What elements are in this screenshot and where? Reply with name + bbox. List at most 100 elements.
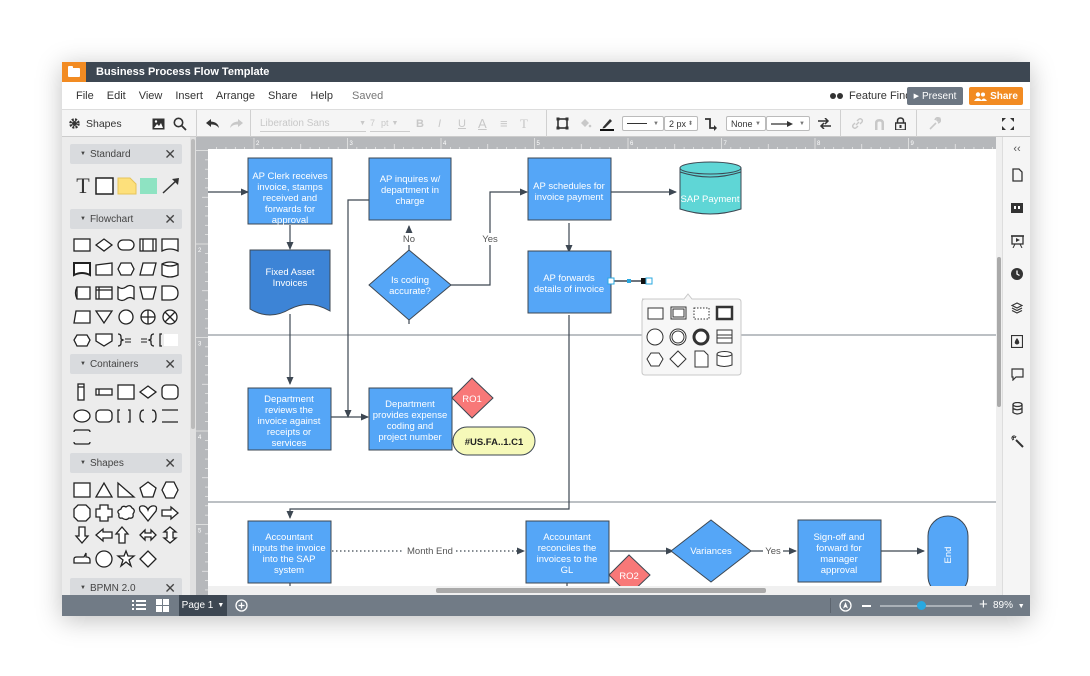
zoom-level-select[interactable]: 89% ▼ bbox=[993, 600, 1025, 611]
connector[interactable] bbox=[344, 199, 369, 418]
picker-cylinder[interactable] bbox=[716, 351, 733, 367]
node-ap-forwards[interactable] bbox=[527, 250, 612, 314]
section-standard-header[interactable]: ▼ Standard ✕ bbox=[70, 144, 182, 164]
container-shape-palette[interactable] bbox=[72, 380, 188, 446]
layers-icon[interactable] bbox=[1009, 300, 1025, 316]
swap-direction-button[interactable] bbox=[818, 115, 831, 132]
documents-folder-button[interactable] bbox=[62, 62, 86, 82]
comment-quote-icon[interactable] bbox=[1009, 200, 1025, 216]
picker-diamond[interactable] bbox=[669, 350, 687, 368]
presentation-icon[interactable] bbox=[1009, 233, 1025, 249]
close-icon[interactable]: ✕ bbox=[164, 455, 176, 471]
collapse-panel-icon[interactable]: ‹‹ bbox=[1013, 143, 1021, 155]
picker-rectangle[interactable] bbox=[647, 307, 664, 320]
picker-bold-circle[interactable] bbox=[692, 328, 710, 346]
close-icon[interactable]: ✕ bbox=[164, 356, 176, 372]
scrollbar-thumb[interactable] bbox=[997, 257, 1001, 407]
node-variances-decision[interactable] bbox=[670, 519, 752, 583]
node-risk-ro1[interactable] bbox=[451, 377, 494, 419]
menu-share[interactable]: Share bbox=[268, 90, 298, 102]
shape-colored-block[interactable] bbox=[138, 175, 160, 197]
section-containers-header[interactable]: ▼ Containers ✕ bbox=[70, 354, 182, 374]
fullscreen-button[interactable] bbox=[1002, 115, 1014, 132]
line-width-stepper[interactable]: 2 px ⬍ bbox=[664, 116, 698, 131]
shape-arrow-line[interactable] bbox=[160, 175, 182, 197]
process-diagram[interactable]: No Yes Month End Yes bbox=[208, 149, 996, 586]
search-shapes-button[interactable] bbox=[173, 115, 187, 132]
picker-circle[interactable] bbox=[646, 328, 664, 346]
line-color-button[interactable] bbox=[600, 115, 614, 132]
picker-rectangle-bold[interactable] bbox=[715, 305, 734, 321]
picker-rectangle-dashed[interactable] bbox=[693, 307, 710, 320]
connector[interactable] bbox=[286, 315, 570, 519]
add-page-button[interactable] bbox=[235, 599, 248, 615]
magic-wand-icon[interactable] bbox=[1009, 433, 1025, 449]
data-database-icon[interactable] bbox=[1009, 400, 1025, 416]
line-end-select[interactable]: ▼ bbox=[766, 116, 810, 131]
menu-edit[interactable]: Edit bbox=[106, 90, 126, 102]
connector-style-button[interactable] bbox=[704, 115, 718, 132]
page-list-view-button[interactable] bbox=[132, 599, 146, 614]
menu-view[interactable]: View bbox=[138, 90, 163, 102]
node-risk-ro2[interactable] bbox=[608, 554, 651, 586]
image-button[interactable] bbox=[152, 115, 165, 132]
fill-color-button[interactable] bbox=[579, 115, 592, 132]
section-shapes-header[interactable]: ▼ Shapes ✕ bbox=[70, 453, 182, 473]
link-button[interactable] bbox=[851, 115, 864, 132]
node-dept-provides[interactable] bbox=[368, 387, 453, 451]
scrollbar-thumb[interactable] bbox=[191, 139, 195, 429]
text-style-button[interactable]: T bbox=[520, 115, 528, 131]
node-ap-clerk[interactable] bbox=[247, 157, 333, 225]
undo-button[interactable] bbox=[206, 115, 220, 132]
lock-button[interactable] bbox=[895, 115, 906, 132]
shape-border-button[interactable] bbox=[556, 115, 569, 132]
font-size-select[interactable]: 7 pt ▼ bbox=[370, 115, 410, 132]
section-bpmn-header[interactable]: ▼ BPMN 2.0 ✕ bbox=[70, 578, 182, 595]
node-accountant-inputs[interactable] bbox=[247, 520, 332, 584]
node-signoff[interactable] bbox=[797, 519, 882, 583]
close-icon[interactable]: ✕ bbox=[164, 146, 176, 162]
shape-text[interactable]: T bbox=[76, 173, 90, 198]
node-accountant-reconciles[interactable] bbox=[525, 520, 610, 584]
node-dept-reviews[interactable] bbox=[247, 387, 332, 451]
picker-rectangle-shadow[interactable] bbox=[670, 306, 687, 320]
text-color-button[interactable]: A bbox=[478, 116, 487, 131]
present-button[interactable]: ▶ Present bbox=[907, 87, 963, 105]
page-grid-view-button[interactable] bbox=[156, 599, 169, 615]
shape-note[interactable] bbox=[116, 175, 138, 197]
redo-button[interactable] bbox=[229, 115, 243, 132]
horizontal-scrollbar[interactable] bbox=[208, 586, 996, 595]
node-coding-decision[interactable] bbox=[368, 249, 452, 321]
line-style-select[interactable]: ▼ bbox=[622, 116, 664, 131]
shape-rectangle[interactable] bbox=[94, 175, 116, 197]
zoom-slider[interactable] bbox=[880, 605, 972, 607]
document-title[interactable]: Business Process Flow Template bbox=[96, 66, 270, 78]
theme-color-icon[interactable] bbox=[1009, 333, 1025, 349]
sidebar-scrollbar[interactable] bbox=[190, 137, 196, 595]
quick-shape-picker[interactable] bbox=[641, 293, 742, 376]
wrench-button[interactable] bbox=[928, 115, 941, 132]
node-sap-payment[interactable] bbox=[679, 161, 742, 215]
underline-button[interactable]: U bbox=[458, 117, 466, 130]
picker-hexagon[interactable] bbox=[646, 352, 664, 367]
zoom-slider-handle[interactable] bbox=[916, 601, 926, 610]
selected-connector[interactable] bbox=[607, 277, 653, 285]
page-settings-icon[interactable] bbox=[1009, 167, 1025, 183]
vertical-scrollbar[interactable] bbox=[996, 137, 1002, 595]
shapes-panel-toggle[interactable]: Shapes bbox=[68, 115, 122, 132]
picker-striped-rectangle[interactable] bbox=[716, 329, 733, 344]
picker-document[interactable] bbox=[694, 350, 709, 368]
diagram-page[interactable]: No Yes Month End Yes bbox=[208, 149, 996, 586]
italic-button[interactable]: I bbox=[438, 117, 442, 130]
node-ap-inquires[interactable] bbox=[368, 157, 452, 221]
menu-arrange[interactable]: Arrange bbox=[215, 90, 256, 102]
node-ap-schedules[interactable] bbox=[527, 157, 612, 221]
zoom-out-button[interactable] bbox=[862, 605, 871, 607]
navigate-button[interactable] bbox=[839, 599, 852, 615]
basic-shape-palette[interactable] bbox=[72, 479, 188, 571]
node-fixed-asset-invoices[interactable] bbox=[249, 249, 331, 316]
menu-help[interactable]: Help bbox=[310, 90, 333, 102]
share-button[interactable]: Share bbox=[969, 87, 1023, 105]
magnet-button[interactable] bbox=[874, 115, 885, 132]
node-control-c1[interactable] bbox=[452, 426, 536, 456]
